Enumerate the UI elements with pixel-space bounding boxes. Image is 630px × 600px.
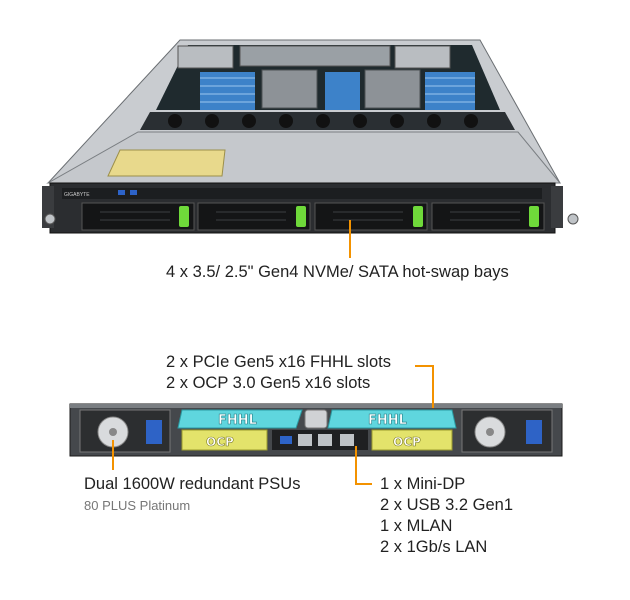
slots-callout-line: [415, 365, 434, 408]
front-bays-label: 4 x 3.5/ 2.5" Gen4 NVMe/ SATA hot-swap b…: [166, 263, 509, 281]
power-connector-icon: [526, 420, 542, 444]
drive-bays: [81, 202, 545, 231]
ocp-slot-right: [371, 429, 453, 451]
fhhl-slot-left: [177, 409, 303, 429]
drive-latch-icon: [529, 206, 539, 227]
drive-latch-icon: [296, 206, 306, 227]
pcie-slots-label: 2 x PCIe Gen5 x16 FHHL slots: [166, 353, 391, 371]
fhhl-label-right: FHHL: [368, 413, 407, 428]
lan-port: [298, 434, 312, 446]
ocp-slots-label: 2 x OCP 3.0 Gen5 x16 slots: [166, 374, 371, 392]
ocp-label-left: OCP: [206, 435, 234, 449]
psu-label: Dual 1600W redundant PSUs: [84, 475, 301, 493]
ports-callout-line: [355, 446, 372, 485]
front-chassis: GIGABYTE: [42, 39, 579, 234]
front-usb-port: [130, 190, 137, 195]
rear-usb-port: [280, 436, 292, 444]
fhhl-slot-right: [327, 409, 457, 429]
port-label-minidp: 1 x Mini-DP: [380, 475, 466, 493]
fhhl-label-left: FHHL: [218, 413, 257, 428]
brand-logo: GIGABYTE: [64, 192, 90, 198]
port-label-lan: 2 x 1Gb/s LAN: [380, 538, 488, 556]
rear-chassis: [69, 403, 563, 457]
mlan-port: [340, 434, 354, 446]
power-connector-icon: [146, 420, 162, 444]
psu-sublabel: 80 PLUS Platinum: [84, 498, 191, 513]
lan-port: [318, 434, 332, 446]
ocp-slot-left: [181, 429, 268, 451]
port-label-usb: 2 x USB 3.2 Gen1: [380, 496, 513, 514]
front-usb-port: [118, 190, 125, 195]
ocp-label-right: OCP: [393, 435, 421, 449]
drive-latch-icon: [413, 206, 423, 227]
drive-latch-icon: [179, 206, 189, 227]
port-label-mlan: 1 x MLAN: [380, 517, 453, 535]
